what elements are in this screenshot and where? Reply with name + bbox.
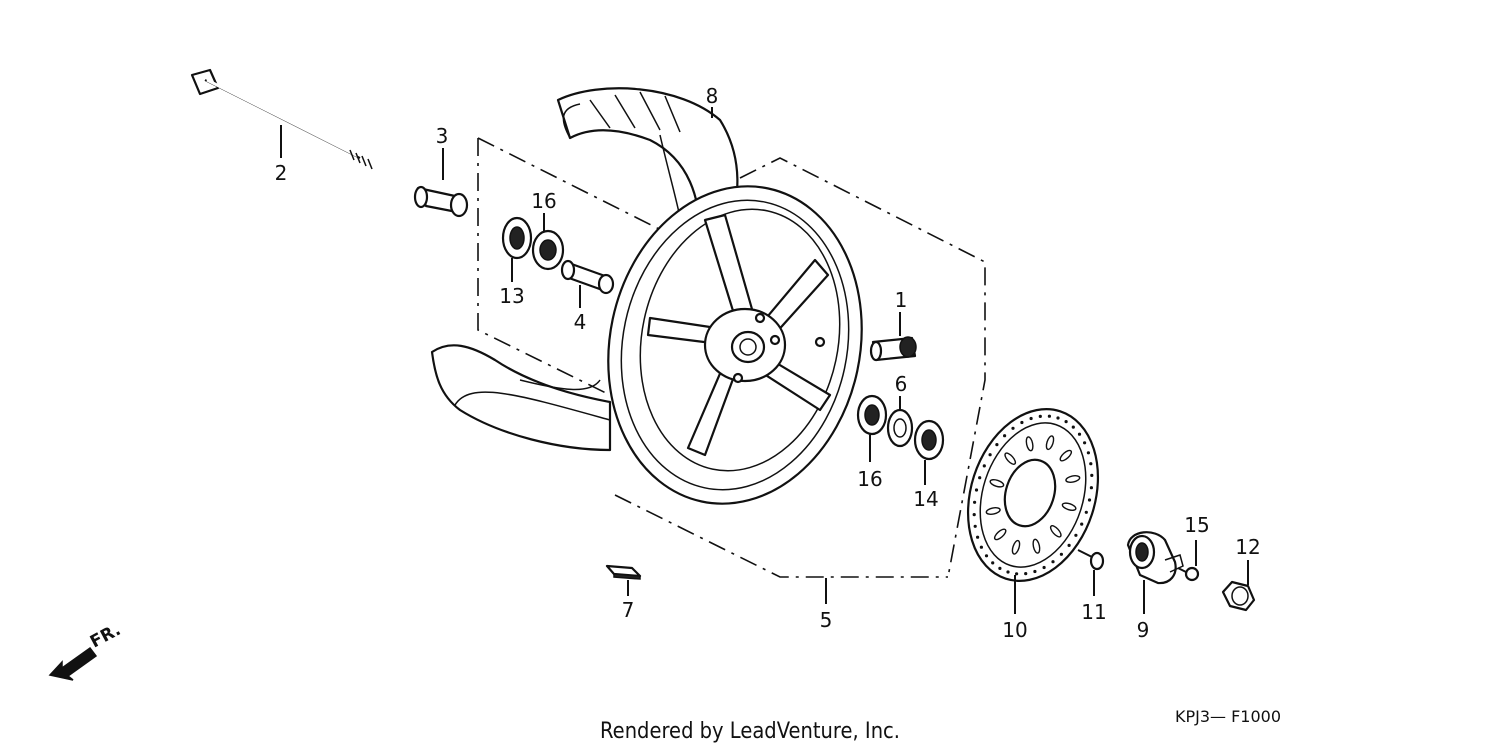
disc-slot bbox=[1032, 538, 1041, 554]
callout-15: 15 bbox=[1184, 513, 1209, 537]
disc-hole bbox=[995, 443, 999, 447]
direction-label: FR. bbox=[87, 620, 124, 652]
screw-part[interactable] bbox=[1177, 566, 1200, 582]
disc-hole bbox=[1029, 416, 1033, 421]
callout-14: 14 bbox=[913, 487, 938, 511]
oil-seal-13-part[interactable] bbox=[501, 216, 533, 260]
disc-hole bbox=[973, 500, 977, 504]
callout-16-left: 16 bbox=[531, 189, 556, 213]
brake-disc-part[interactable] bbox=[947, 392, 1119, 598]
disc-slot bbox=[1011, 539, 1021, 555]
valve-part[interactable] bbox=[869, 336, 917, 362]
callout-6: 6 bbox=[895, 372, 908, 396]
disc-hole bbox=[1015, 572, 1019, 576]
disc-hole bbox=[1080, 522, 1084, 526]
disc-hole bbox=[1084, 510, 1088, 514]
disc-slot bbox=[993, 528, 1007, 541]
callout-16-right: 16 bbox=[857, 467, 882, 491]
disc-slot bbox=[1004, 452, 1017, 465]
disc-hole bbox=[1033, 569, 1037, 574]
dust-seal-14-part[interactable] bbox=[913, 419, 945, 461]
disc-hole bbox=[1071, 425, 1075, 429]
disc-slot bbox=[1061, 502, 1077, 511]
disc-hole bbox=[1064, 420, 1068, 424]
disc-hole bbox=[973, 524, 977, 528]
disc-hole bbox=[1038, 414, 1042, 418]
disc-slot bbox=[985, 507, 1001, 515]
disc-hole bbox=[1024, 572, 1028, 576]
disc-hole bbox=[1006, 570, 1010, 574]
disc-hole bbox=[1074, 533, 1078, 537]
bearing-16-left-part[interactable] bbox=[531, 229, 565, 271]
gear-retainer-part[interactable] bbox=[886, 408, 914, 448]
speedometer-gearbox-part[interactable] bbox=[1126, 531, 1184, 585]
diagram-code: KPJ3— F1000 bbox=[1175, 707, 1281, 726]
disc-hole bbox=[1067, 543, 1071, 548]
callout-5: 5 bbox=[820, 608, 833, 632]
callout-4: 4 bbox=[574, 310, 587, 334]
leader-lines bbox=[280, 107, 1249, 614]
front-direction-arrow-icon bbox=[48, 646, 98, 681]
disc-hole bbox=[972, 513, 976, 517]
disc-slot bbox=[1025, 436, 1034, 452]
callout-9: 9 bbox=[1137, 618, 1150, 642]
callout-10: 10 bbox=[1002, 618, 1027, 642]
callout-2: 2 bbox=[275, 161, 288, 185]
assembly-dashed-outline bbox=[477, 137, 986, 578]
disc-hole bbox=[1020, 420, 1024, 425]
footer-credit: Rendered by LeadVenture, Inc. bbox=[600, 719, 900, 744]
balance-weight-part[interactable] bbox=[605, 564, 642, 580]
wheel-rim-part[interactable] bbox=[579, 163, 890, 528]
disc-slot bbox=[1045, 435, 1055, 451]
disc-hole bbox=[1077, 432, 1082, 436]
disc-hole bbox=[1047, 414, 1051, 418]
disc-hole bbox=[998, 566, 1002, 571]
disc-hole bbox=[1059, 552, 1063, 556]
disc-hole bbox=[982, 464, 986, 468]
disc-hole bbox=[1011, 426, 1015, 430]
disc-slot bbox=[1059, 449, 1073, 462]
disc-hole bbox=[979, 545, 984, 549]
callout-11: 11 bbox=[1081, 600, 1106, 624]
callout-1: 1 bbox=[895, 288, 908, 312]
disc-slot bbox=[989, 479, 1005, 488]
collar-part[interactable] bbox=[413, 185, 469, 218]
disc-hole bbox=[1090, 473, 1094, 477]
disc-hole bbox=[991, 561, 995, 565]
disc-bolt-part[interactable] bbox=[1077, 549, 1105, 571]
disc-hole bbox=[1089, 462, 1093, 466]
axle-bolt-part[interactable] bbox=[190, 68, 373, 170]
callout-13: 13 bbox=[499, 284, 524, 308]
disc-hole bbox=[988, 453, 992, 457]
callout-12: 12 bbox=[1235, 535, 1260, 559]
axle-nut-part[interactable] bbox=[1221, 580, 1256, 612]
callout-7: 7 bbox=[622, 598, 635, 622]
disc-hole bbox=[1056, 416, 1060, 420]
disc-slot bbox=[1065, 475, 1081, 483]
callout-3: 3 bbox=[436, 124, 449, 148]
disc-slot bbox=[1049, 525, 1062, 538]
disc-hole bbox=[1087, 498, 1092, 502]
disc-hole bbox=[1083, 441, 1087, 445]
disc-hole bbox=[978, 476, 982, 480]
disc-hole bbox=[1086, 451, 1090, 455]
disc-hole bbox=[1089, 486, 1093, 490]
bearing-16-right-part[interactable] bbox=[856, 394, 888, 436]
disc-hole bbox=[1003, 434, 1007, 438]
disc-hole bbox=[1051, 560, 1055, 564]
disc-hole bbox=[976, 535, 980, 539]
distance-collar-part[interactable] bbox=[560, 259, 615, 295]
callout-8: 8 bbox=[706, 84, 719, 108]
disc-hole bbox=[984, 554, 989, 558]
disc-hole bbox=[1042, 565, 1046, 570]
disc-hole bbox=[974, 488, 979, 492]
